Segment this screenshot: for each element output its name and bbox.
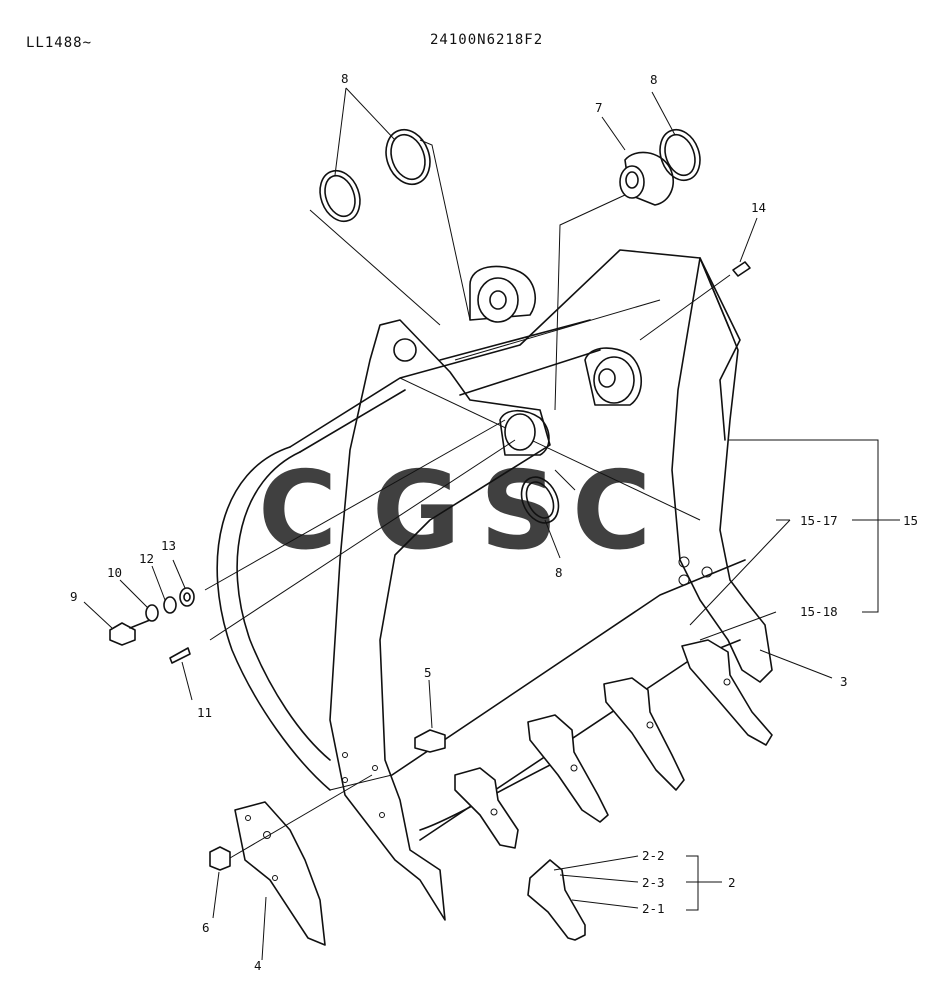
watermark: C G S C: [258, 449, 651, 574]
drawing-code: 24100N6218F2: [430, 32, 544, 48]
hinge-bosses: [439, 265, 642, 456]
watermark-letter-c1: C: [258, 449, 337, 574]
label-15-17: 15-17: [800, 513, 838, 528]
exploded-tooth: [527, 855, 722, 941]
label-14: 14: [751, 200, 766, 215]
label-8-lower: 8: [555, 565, 563, 580]
label-2-3: 2-3: [642, 875, 665, 890]
label-8-left: 8: [341, 71, 349, 86]
bolt-5: [414, 679, 446, 753]
watermark-letter-s: S: [480, 449, 558, 574]
label-4: 4: [254, 958, 262, 973]
part-labels: 8 8 8 7 14 15 15-17 15-18 3 13 12 10 9 1…: [70, 71, 918, 973]
pin-14: [732, 261, 751, 277]
left-hardware: [83, 559, 195, 701]
side-cutter: [209, 774, 373, 961]
leader-lines: [204, 87, 758, 641]
label-6: 6: [202, 920, 210, 935]
label-13: 13: [161, 538, 176, 553]
watermark-letter-g: G: [372, 449, 461, 574]
label-15-18: 15-18: [800, 604, 838, 619]
label-2: 2: [728, 875, 736, 890]
label-9: 9: [70, 589, 78, 604]
watermark-letter-c2: C: [572, 449, 651, 574]
label-2-1: 2-1: [642, 901, 665, 916]
model-code: LL1488~: [26, 35, 93, 51]
label-3: 3: [840, 674, 848, 689]
label-15: 15: [903, 513, 918, 528]
label-2-2: 2-2: [642, 848, 665, 863]
label-5: 5: [424, 665, 432, 680]
label-10: 10: [107, 565, 122, 580]
seal-rings: [319, 128, 701, 524]
label-11: 11: [197, 705, 212, 720]
label-12: 12: [139, 551, 154, 566]
label-7: 7: [595, 100, 603, 115]
right-leaders: [689, 439, 900, 679]
label-8-right: 8: [650, 72, 658, 87]
right-rib: [671, 257, 773, 683]
bucket-teeth: [454, 639, 773, 849]
left-rib: [329, 319, 551, 921]
bushing: [619, 151, 674, 206]
